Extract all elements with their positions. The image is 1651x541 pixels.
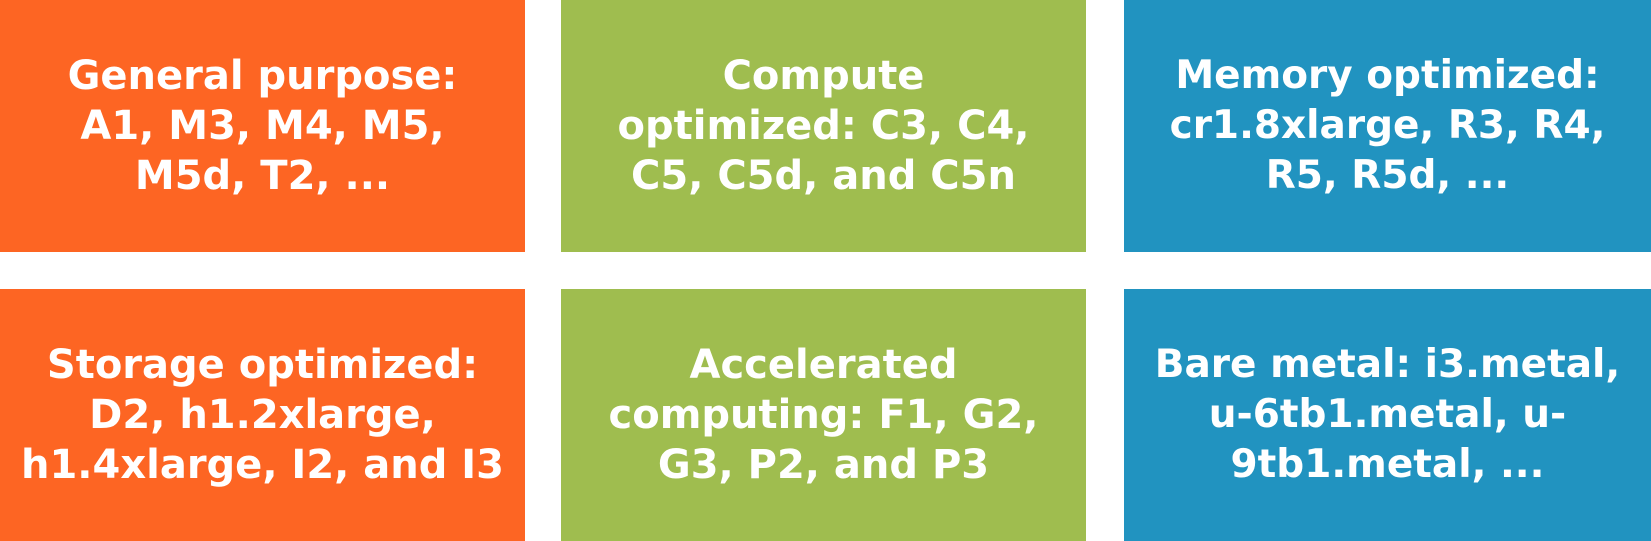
tile-bare-metal: Bare metal: i3.metal, u-6tb1.metal, u- 9… (1124, 289, 1651, 541)
tile-compute-optimized-text: Compute optimized: C3, C4, C5, C5d, and … (617, 53, 1030, 199)
tile-compute-optimized: Compute optimized: C3, C4, C5, C5d, and … (561, 0, 1086, 252)
tile-general-purpose: General purpose: A1, M3, M4, M5, M5d, T2… (0, 0, 525, 252)
tile-memory-optimized: Memory optimized: cr1.8xlarge, R3, R4, R… (1124, 0, 1651, 252)
tile-memory-optimized-text: Memory optimized: cr1.8xlarge, R3, R4, R… (1169, 53, 1606, 198)
tile-general-purpose-text: General purpose: A1, M3, M4, M5, M5d, T2… (67, 53, 458, 199)
tile-storage-optimized-text: Storage optimized: D2, h1.2xlarge, h1.4x… (20, 342, 505, 488)
tile-accelerated-computing-text: Accelerated computing: F1, G2, G3, P2, a… (608, 342, 1039, 488)
tile-accelerated-computing: Accelerated computing: F1, G2, G3, P2, a… (561, 289, 1086, 541)
tile-storage-optimized: Storage optimized: D2, h1.2xlarge, h1.4x… (0, 289, 525, 541)
tile-bare-metal-text: Bare metal: i3.metal, u-6tb1.metal, u- 9… (1154, 342, 1621, 487)
